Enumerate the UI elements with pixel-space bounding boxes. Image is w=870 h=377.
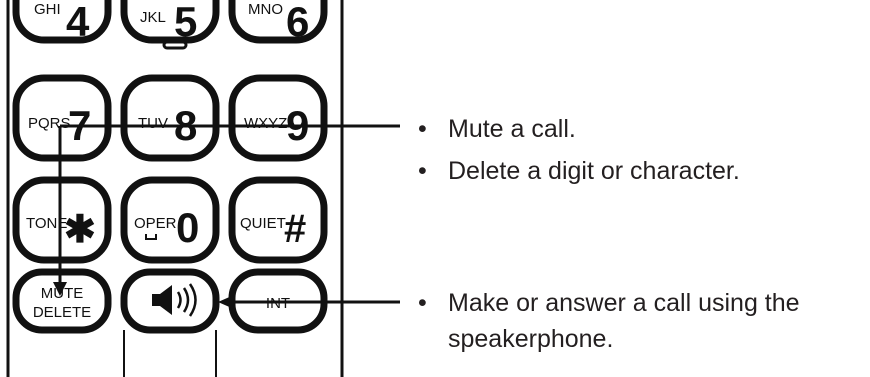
key-6-letters: MNO xyxy=(248,1,283,18)
space-icon xyxy=(145,234,157,240)
key-7[interactable]: PQRS 7 xyxy=(12,74,112,162)
key-4[interactable]: GHI 4 xyxy=(12,0,112,45)
bullet: • xyxy=(418,115,427,143)
key-6-digit: 6 xyxy=(286,0,309,45)
key-hash[interactable]: QUIET # xyxy=(228,176,328,264)
callout-delete-text: Delete a digit or character. xyxy=(448,157,740,185)
speakerphone-button[interactable] xyxy=(120,268,220,334)
delete-label: DELETE xyxy=(33,304,91,321)
key-5[interactable]: JKL 5 xyxy=(120,0,220,50)
key-star[interactable]: TONE ✱ xyxy=(12,176,112,264)
callout-mute-text: Mute a call. xyxy=(448,115,576,143)
mute-label: MUTE xyxy=(41,285,84,302)
key-0[interactable]: OPER 0 xyxy=(120,176,220,264)
key-6[interactable]: MNO 6 xyxy=(228,0,328,45)
key-5-tactile-bump xyxy=(162,40,188,50)
mute-delete-callout-line xyxy=(53,124,400,296)
key-4-letters: GHI xyxy=(34,1,61,18)
callout-speakerphone-text-continued: speakerphone. xyxy=(448,325,614,353)
key-5-letters: JKL xyxy=(140,9,166,26)
key-4-digit: 4 xyxy=(66,0,90,45)
key-hash-digit: # xyxy=(284,207,306,251)
key-8-letters: TUV xyxy=(138,115,168,132)
key-0-letters: OPER xyxy=(134,215,177,232)
key-star-digit: ✱ xyxy=(64,209,96,251)
mute-delete-button[interactable]: MUTE DELETE xyxy=(12,268,112,334)
key-9-letters: WXYZ xyxy=(244,115,287,132)
key-8[interactable]: TUV 8 xyxy=(120,74,220,162)
speaker-icon xyxy=(152,283,197,317)
key-5-digit: 5 xyxy=(174,0,197,45)
key-0-digit: 0 xyxy=(176,204,199,251)
key-9[interactable]: WXYZ 9 xyxy=(228,74,328,162)
key-star-letters: TONE xyxy=(26,215,67,232)
callout-speakerphone-text: Make or answer a call using the xyxy=(448,289,800,317)
key-7-letters: PQRS xyxy=(28,115,71,132)
bullet: • xyxy=(418,157,427,185)
bullet: • xyxy=(418,289,427,317)
key-hash-letters: QUIET xyxy=(240,215,286,232)
speakerphone-callout-line xyxy=(218,295,400,309)
